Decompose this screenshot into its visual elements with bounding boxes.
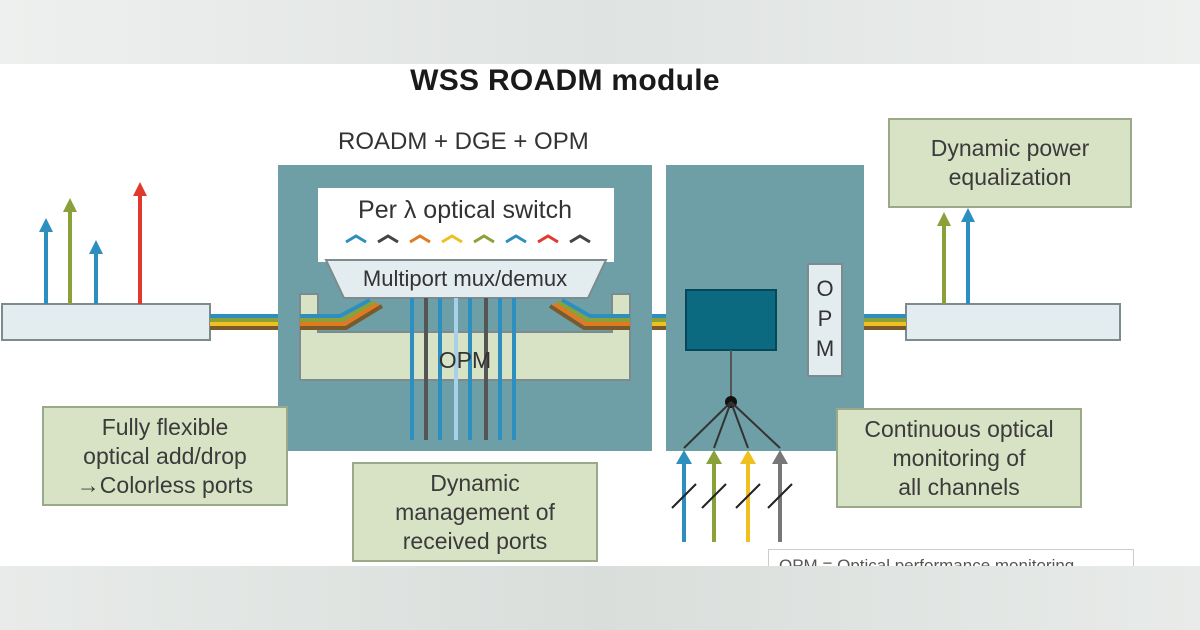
opm-letter: M <box>815 336 835 361</box>
opm-letter: O <box>816 276 834 301</box>
fiber-bend-right <box>548 298 630 330</box>
right-arrowheads <box>937 208 975 226</box>
diagram-graphics <box>1 165 1121 542</box>
tunable-slashes <box>671 483 793 509</box>
note-line: Fully flexible <box>101 413 229 440</box>
fiber-bend-left <box>300 298 384 330</box>
mux-demux-label: Multiport mux/demux <box>362 266 568 291</box>
splitter-branches <box>683 401 781 449</box>
note-line: →Colorless ports <box>76 471 254 498</box>
left-arrowheads <box>39 182 147 254</box>
opm-letter: P <box>817 306 833 331</box>
left-add-drop-arrows <box>44 194 142 304</box>
note-line: monitoring of <box>892 444 1026 471</box>
opm-tray-label: OPM <box>438 347 492 373</box>
optical-switch-label: Per λ optical switch <box>358 196 572 224</box>
right-output-arrows <box>942 220 970 304</box>
diagram-title: WSS ROADM module <box>410 64 720 97</box>
switch-mirrors <box>345 234 591 244</box>
note-line: all channels <box>898 473 1020 500</box>
note-line: Continuous optical <box>864 415 1054 442</box>
note-received-ports: Dynamic management of received ports <box>352 462 598 562</box>
left-port-rail <box>1 303 211 341</box>
optical-switch-box <box>318 188 614 262</box>
mux-demux-block <box>324 259 608 299</box>
note-line: optical add/drop <box>83 442 247 469</box>
bottom-border-band <box>0 566 1200 630</box>
note-add-drop: Fully flexible optical add/drop →Colorle… <box>42 406 288 506</box>
note-line: received ports <box>402 527 548 554</box>
top-border-band <box>0 0 1200 64</box>
opm-vertical-label: O P M <box>808 274 842 364</box>
module-subtitle: ROADM + DGE + OPM <box>338 128 589 155</box>
note-line: equalization <box>948 164 1072 190</box>
monitor-block <box>685 289 777 351</box>
diagram-canvas: WSS ROADM module ROADM + DGE + OPM Per λ… <box>0 64 1200 566</box>
drop-port-fibers <box>410 298 516 440</box>
note-line: management of <box>395 498 555 525</box>
fiber-bundle-left <box>210 314 300 330</box>
tunable-add-ports <box>682 462 782 542</box>
note-power-equalization: Dynamic power equalization <box>888 118 1132 208</box>
tunable-add-arrowheads <box>676 450 788 464</box>
legend-note: OPM = Optical performance monitoring <box>768 549 1134 566</box>
note-line: Dynamic power <box>930 135 1090 161</box>
note-line: Dynamic <box>430 469 520 496</box>
opm-vertical-box <box>807 263 843 377</box>
right-port-rail <box>905 303 1121 341</box>
note-monitoring: Continuous optical monitoring of all cha… <box>836 408 1082 508</box>
